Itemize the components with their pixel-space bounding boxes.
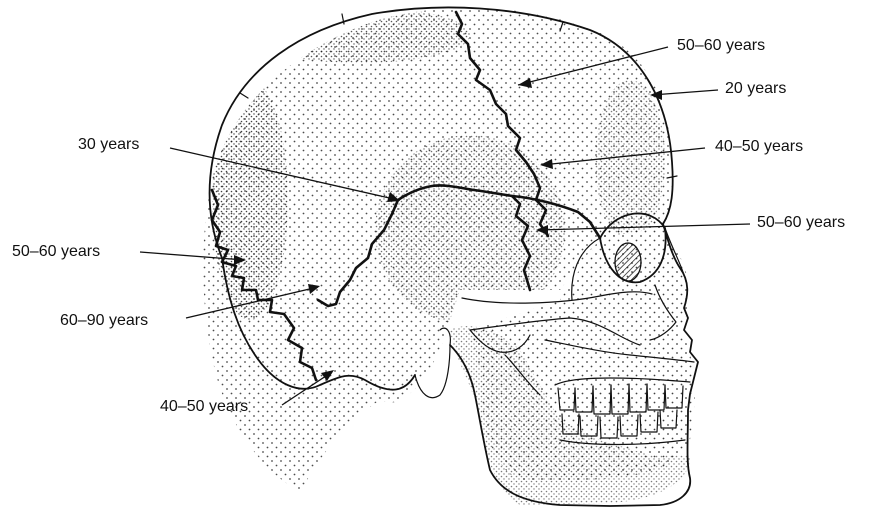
label-lambdoid-lower: 40–50 years [160, 398, 248, 416]
label-vertex: 20 years [725, 80, 786, 98]
lacrimal-fossa [615, 243, 641, 281]
label-lambdoid-upper: 50–60 years [12, 243, 100, 261]
label-sagittal-upper: 50–60 years [677, 37, 765, 55]
label-lambdoid-mid: 60–90 years [60, 312, 148, 330]
label-coronal: 40–50 years [715, 138, 803, 156]
label-squamous: 30 years [78, 136, 139, 154]
label-sphenofrontal: 50–60 years [757, 214, 845, 232]
